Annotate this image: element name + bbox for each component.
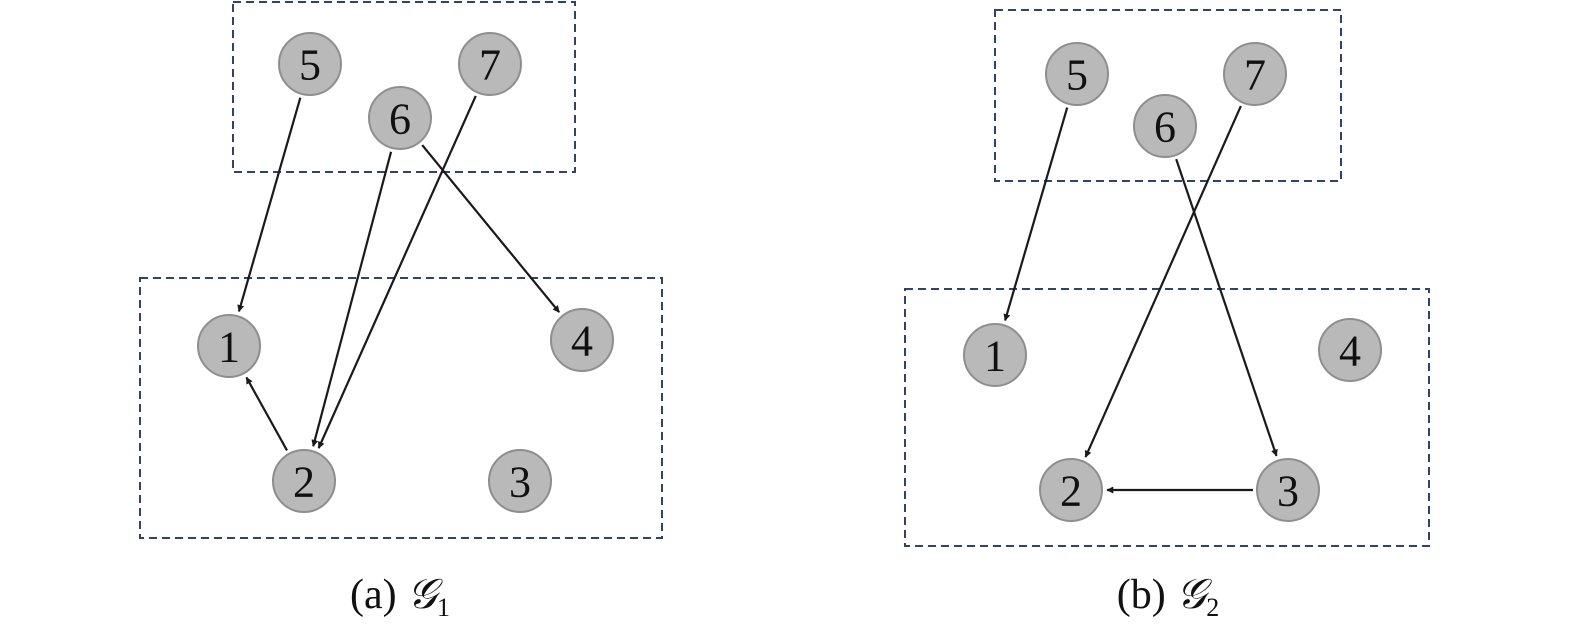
node-4: 4 bbox=[1318, 318, 1382, 382]
node-circle bbox=[1318, 318, 1382, 382]
node-circle bbox=[963, 323, 1027, 387]
panel-g1: 5 7 6 1 4 2 3 (a) 𝒢1 bbox=[139, 1, 663, 622]
node-label: 4 bbox=[571, 317, 593, 366]
node-2: 2 bbox=[1039, 458, 1103, 522]
node-label: 2 bbox=[293, 458, 315, 507]
node-circle bbox=[272, 449, 336, 513]
node-label: 5 bbox=[1066, 51, 1088, 100]
node-7: 7 bbox=[1223, 42, 1287, 106]
node-circle bbox=[1133, 94, 1197, 158]
node-5: 5 bbox=[1045, 42, 1109, 106]
node-2: 2 bbox=[272, 449, 336, 513]
node-7: 7 bbox=[458, 32, 522, 96]
node-label: 6 bbox=[1154, 103, 1176, 152]
bottom-group-box bbox=[139, 277, 663, 539]
node-circle bbox=[488, 449, 552, 513]
node-label: 3 bbox=[509, 458, 531, 507]
top-group-box bbox=[232, 1, 576, 173]
node-6: 6 bbox=[1133, 94, 1197, 158]
edge-6-to-2 bbox=[311, 151, 393, 447]
node-layer: 5 7 6 1 4 2 3 bbox=[963, 42, 1382, 522]
node-circle bbox=[1223, 42, 1287, 106]
node-4: 4 bbox=[550, 308, 614, 372]
node-circle bbox=[368, 86, 432, 150]
edge-6-to-4 bbox=[421, 144, 561, 313]
node-6: 6 bbox=[368, 86, 432, 150]
node-1: 1 bbox=[963, 323, 1027, 387]
node-circle bbox=[1045, 42, 1109, 106]
edge-layer bbox=[237, 95, 561, 451]
node-5: 5 bbox=[278, 32, 342, 96]
bottom-group-box bbox=[904, 288, 1430, 547]
node-1: 1 bbox=[197, 314, 261, 378]
edge-7-to-2 bbox=[1084, 105, 1242, 458]
node-label: 2 bbox=[1060, 467, 1082, 516]
node-label: 3 bbox=[1277, 467, 1299, 516]
node-circle bbox=[458, 32, 522, 96]
node-label: 4 bbox=[1339, 327, 1361, 376]
edge-5-to-1 bbox=[1003, 107, 1069, 322]
node-circle bbox=[550, 308, 614, 372]
node-label: 7 bbox=[479, 41, 501, 90]
panel-caption: (a) 𝒢1 bbox=[350, 572, 450, 622]
top-group-box bbox=[994, 9, 1342, 182]
node-circle bbox=[1039, 458, 1103, 522]
edge-5-to-1 bbox=[237, 97, 302, 313]
node-label: 7 bbox=[1244, 51, 1266, 100]
panel-caption: (b) 𝒢2 bbox=[1117, 572, 1219, 622]
node-label: 6 bbox=[389, 95, 411, 144]
panel-g2: 5 7 6 1 4 2 3 (b) 𝒢2 bbox=[904, 9, 1430, 622]
edge-2-to-1 bbox=[245, 376, 288, 451]
node-label: 1 bbox=[218, 323, 240, 372]
node-label: 5 bbox=[299, 41, 321, 90]
node-circle bbox=[1256, 458, 1320, 522]
node-3: 3 bbox=[1256, 458, 1320, 522]
node-circle bbox=[278, 32, 342, 96]
edge-layer bbox=[1003, 105, 1278, 494]
node-label: 1 bbox=[984, 332, 1006, 381]
edge-7-to-2 bbox=[317, 95, 477, 449]
node-circle bbox=[197, 314, 261, 378]
node-layer: 5 7 6 1 4 2 3 bbox=[197, 32, 614, 513]
node-3: 3 bbox=[488, 449, 552, 513]
edge-6-to-3 bbox=[1175, 158, 1278, 457]
